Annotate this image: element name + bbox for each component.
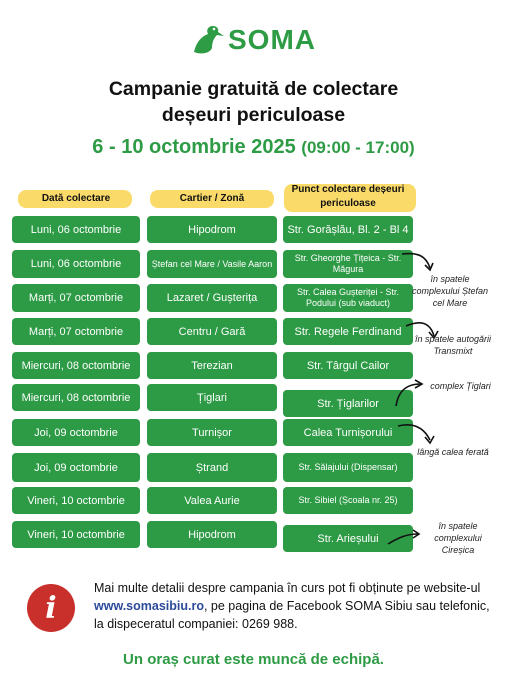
zone-cell: Lazaret / Gușterița: [147, 284, 277, 312]
zone-cell: Ștefan cel Mare / Vasile Aaron: [147, 250, 277, 278]
note-transmixt: în spatele autogării Transmixt: [414, 334, 492, 356]
date-cell: Luni, 06 octombrie: [12, 216, 140, 243]
pelican-icon: [194, 26, 224, 54]
zone-cell: Țiglari: [147, 384, 277, 411]
point-cell: Str. Gheorghe Țițeica - Str. Măgura: [283, 250, 413, 278]
logo-text: SOMA: [228, 24, 316, 55]
point-cell: Str. Sălajului (Dispensar): [283, 453, 413, 482]
arrow-icon: [387, 529, 421, 545]
date-cell: Marți, 07 octombrie: [12, 318, 140, 345]
website-link[interactable]: www.somasibiu.ro: [94, 599, 204, 613]
date-cell: Luni, 06 octombrie: [12, 250, 140, 278]
point-cell: Str. Târgul Cailor: [283, 352, 413, 379]
page-title-line2: deșeuri periculoase: [161, 104, 346, 126]
point-cell: Str. Calea Gușteriței - Str. Podului (su…: [283, 284, 413, 312]
header-highlight-date: [18, 190, 132, 208]
date-range: 6 - 10 octombrie 2025: [92, 136, 296, 158]
point-cell: Calea Turnișorului: [283, 419, 413, 446]
date-cell: Vineri, 10 octombrie: [12, 487, 140, 514]
date-cell: Marți, 07 octombrie: [12, 284, 140, 312]
info-icon: i: [27, 584, 75, 632]
arrow-icon: [401, 252, 434, 272]
note-calea-ferata: lângă calea ferată: [417, 447, 489, 457]
slogan: Un oraș curat este muncă de echipă.: [123, 651, 384, 668]
campaign-dates: 6 - 10 octombrie 2025 (09:00 - 17:00): [0, 136, 507, 159]
info-text-after: , pe pagina de Facebook SOMA Sibiu sau t…: [94, 599, 490, 631]
date-cell: Joi, 09 octombrie: [12, 419, 140, 446]
zone-cell: Hipodrom: [147, 521, 277, 548]
page-title-line1: Campanie gratuită de colectare: [108, 78, 399, 100]
point-cell: Str. Arieșului: [283, 525, 413, 552]
arrow-icon: [405, 322, 439, 340]
hours: (09:00 - 17:00): [301, 138, 415, 157]
point-cell: Str. Regele Ferdinand: [283, 318, 413, 345]
date-cell: Vineri, 10 octombrie: [12, 521, 140, 548]
date-cell: Joi, 09 octombrie: [12, 453, 140, 482]
header-highlight-zone: [150, 190, 274, 208]
header-highlight-point: [284, 184, 416, 212]
header-point: Punct colectare deșeuri periculoase: [291, 184, 405, 209]
zone-cell: Hipodrom: [147, 216, 277, 243]
zone-cell: Valea Aurie: [147, 487, 277, 514]
header-zone: Cartier / Zonă: [179, 193, 245, 204]
zone-cell: Turnișor: [147, 419, 277, 446]
point-cell: Str. Țiglarilor: [283, 390, 413, 417]
note-tiglari: complex Țiglari: [430, 381, 491, 391]
info-text: Mai multe detalii despre campania în cur…: [94, 579, 494, 633]
header-date: Dată colectare: [41, 193, 111, 204]
soma-logo: SOMA: [190, 22, 316, 58]
arrow-icon: [395, 379, 424, 407]
point-cell: Str. Gorășlău, Bl. 2 - Bl 4: [283, 216, 413, 243]
note-ciresica: în spatele complexului Cireșica: [434, 521, 482, 555]
date-cell: Miercuri, 08 octombrie: [12, 352, 140, 379]
date-cell: Miercuri, 08 octombrie: [12, 384, 140, 411]
note-stefan: în spatele complexului Ștefan cel Mare: [411, 274, 489, 308]
info-text-before: Mai multe detalii despre campania în cur…: [94, 581, 481, 595]
point-cell: Str. Sibiel (Școala nr. 25): [283, 487, 413, 514]
arrow-icon: [397, 424, 435, 445]
zone-cell: Ștrand: [147, 453, 277, 482]
zone-cell: Centru / Gară: [147, 318, 277, 345]
zone-cell: Terezian: [147, 352, 277, 379]
